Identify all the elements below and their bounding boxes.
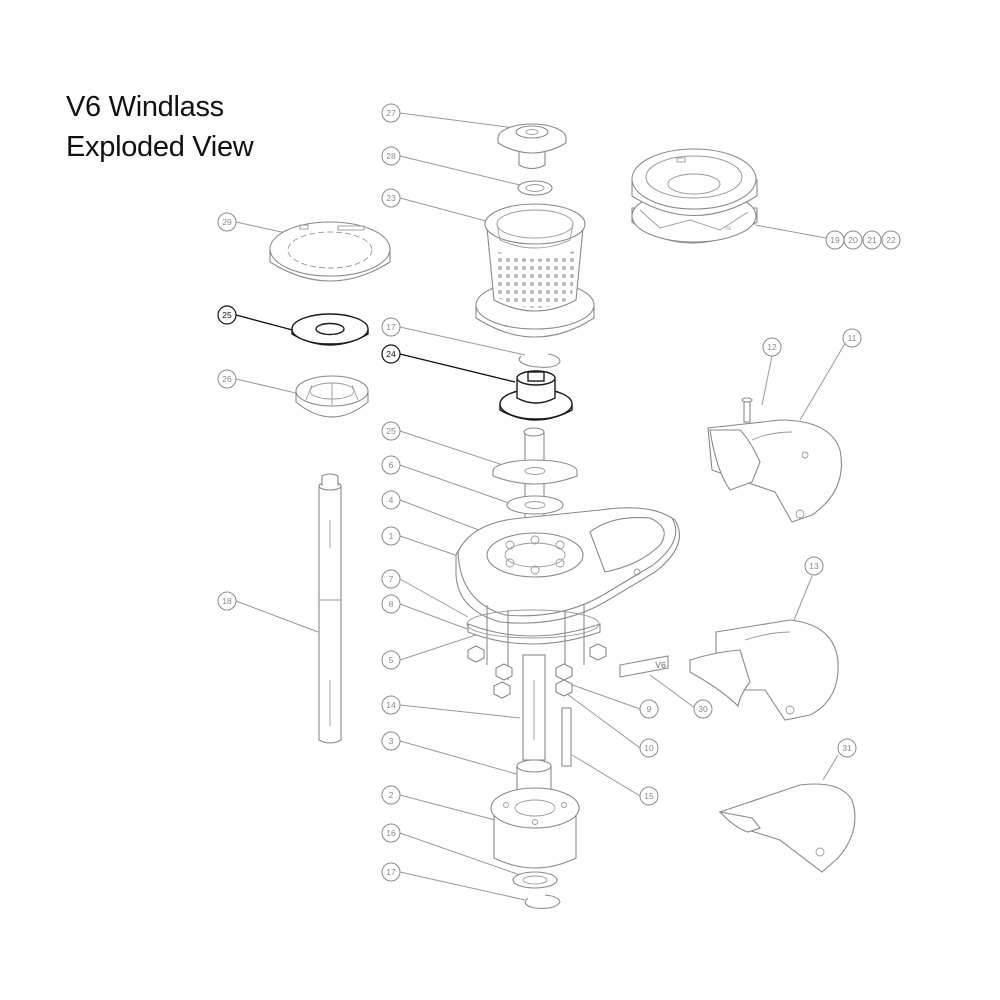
diagram-title: V6 Windlass (66, 91, 224, 123)
svg-text:23: 23 (386, 193, 396, 203)
svg-text:28: 28 (386, 151, 396, 161)
callout-18[interactable]: 18 (217, 591, 237, 611)
callout-24-highlighted[interactable]: 24 (381, 344, 401, 364)
callout-4[interactable]: 4 (381, 490, 401, 510)
svg-text:15: 15 (644, 791, 654, 801)
svg-text:V6: V6 (725, 226, 731, 232)
svg-text:19: 19 (830, 235, 840, 245)
callout-21[interactable]: 21 (862, 230, 882, 250)
svg-text:14: 14 (386, 700, 396, 710)
callout-14[interactable]: 14 (381, 695, 401, 715)
svg-text:31: 31 (842, 743, 852, 753)
svg-text:25: 25 (222, 310, 232, 320)
svg-text:25: 25 (386, 426, 396, 436)
callout-25[interactable]: 25 (381, 421, 401, 441)
svg-text:17: 17 (386, 867, 396, 877)
callouts: 27 28 23 19 20 21 22 29 25 17 24 26 12 1… (217, 103, 901, 882)
svg-text:4: 4 (389, 495, 394, 505)
part-16-bottom-washer (512, 871, 558, 889)
callout-8[interactable]: 8 (381, 594, 401, 614)
svg-text:8: 8 (389, 599, 394, 609)
part-13-lower-chain-pipe (689, 619, 839, 721)
diagram-subtitle: Exploded View (66, 131, 254, 163)
callout-22[interactable]: 22 (881, 230, 901, 250)
part-26-stripper-ring (295, 375, 369, 418)
svg-text:10: 10 (644, 743, 654, 753)
svg-text:20: 20 (848, 235, 858, 245)
callout-27[interactable]: 27 (381, 103, 401, 123)
callout-30[interactable]: 30 (693, 699, 713, 719)
callout-28[interactable]: 28 (381, 146, 401, 166)
callout-19[interactable]: 19 (825, 230, 845, 250)
callout-12[interactable]: 12 (762, 337, 782, 357)
callout-11[interactable]: 11 (842, 328, 862, 348)
part-14-main-shaft (522, 654, 546, 761)
svg-text:11: 11 (848, 333, 857, 343)
callout-23[interactable]: 23 (381, 188, 401, 208)
svg-text:7: 7 (389, 574, 394, 584)
callout-29[interactable]: 29 (217, 212, 237, 232)
callout-31[interactable]: 31 (837, 738, 857, 758)
part-18-handle (318, 473, 342, 744)
callout-1[interactable]: 1 (381, 526, 401, 546)
callout-5[interactable]: 5 (381, 650, 401, 670)
svg-text:9: 9 (647, 704, 652, 714)
callout-6[interactable]: 6 (381, 455, 401, 475)
svg-text:26: 26 (222, 374, 232, 384)
part-25-gasket-washer (291, 313, 369, 346)
part-17-bottom-circlip (524, 894, 561, 909)
callout-17-lower[interactable]: 17 (381, 862, 401, 882)
callout-7[interactable]: 7 (381, 569, 401, 589)
svg-text:27: 27 (386, 108, 396, 118)
part-2-motor (490, 787, 580, 869)
part-7-8-gasket-plate (466, 609, 601, 645)
callout-2[interactable]: 2 (381, 785, 401, 805)
leader-lines (235, 112, 848, 901)
part-12-screw (741, 397, 753, 423)
svg-text:V6: V6 (655, 660, 666, 670)
callout-17-upper[interactable]: 17 (381, 317, 401, 337)
callout-25-highlighted[interactable]: 25 (217, 305, 237, 325)
part-29-top-cap (269, 221, 391, 282)
svg-text:21: 21 (867, 235, 877, 245)
callout-10[interactable]: 10 (639, 738, 659, 758)
svg-text:3: 3 (389, 736, 394, 746)
svg-text:18: 18 (222, 596, 232, 606)
svg-text:22: 22 (886, 235, 896, 245)
svg-text:16: 16 (386, 828, 396, 838)
part-31-chain-guide (718, 783, 856, 873)
svg-text:5: 5 (389, 655, 394, 665)
part-17-upper-circlip (518, 353, 561, 368)
part-4-5-studs (467, 605, 607, 699)
callout-9[interactable]: 9 (639, 699, 659, 719)
svg-text:24: 24 (386, 349, 396, 359)
callout-15[interactable]: 15 (639, 786, 659, 806)
svg-text:6: 6 (389, 460, 394, 470)
part-1-base-housing (455, 507, 680, 624)
svg-text:2: 2 (389, 790, 394, 800)
callout-26[interactable]: 26 (217, 369, 237, 389)
part-11-upper-chain-pipe (707, 419, 842, 523)
part-15-key (561, 707, 572, 767)
callout-20[interactable]: 20 (843, 230, 863, 250)
part-24-clutch-cone (499, 370, 573, 421)
svg-text:17: 17 (386, 322, 396, 332)
part-19-22-gypsy: V6 (631, 148, 758, 244)
part-27-deck-cap (497, 123, 567, 170)
svg-text:12: 12 (767, 342, 777, 352)
svg-text:30: 30 (698, 704, 708, 714)
callout-13[interactable]: 13 (804, 556, 824, 576)
svg-text:29: 29 (222, 217, 232, 227)
callout-3[interactable]: 3 (381, 731, 401, 751)
svg-text:1: 1 (389, 531, 394, 541)
callout-16[interactable]: 16 (381, 823, 401, 843)
svg-text:13: 13 (809, 561, 819, 571)
part-28-cap-washer (517, 180, 553, 196)
part-30-badge: V6 (619, 655, 669, 678)
part-23-drum (475, 203, 595, 338)
